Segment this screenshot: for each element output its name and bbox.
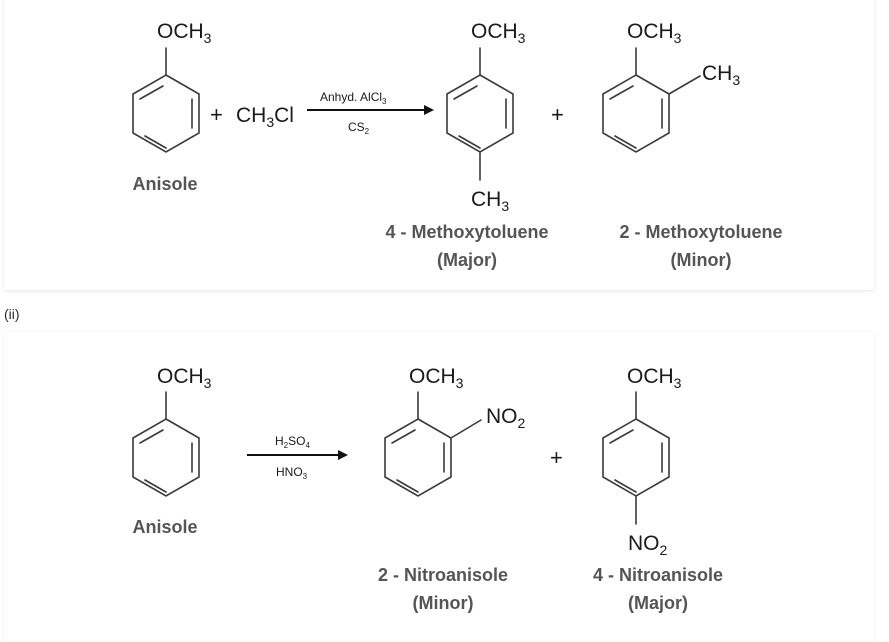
benzene-ring — [602, 391, 670, 525]
product-2-methoxytoluene: OCH3 CH3 2 - Methoxytoluene (Minor) — [602, 20, 783, 270]
reactant-name: Anisole — [132, 174, 197, 194]
nitro-group-label: NO2 — [628, 532, 668, 558]
methoxy-group-label: OCH3 — [409, 365, 464, 391]
methoxy-group-label: OCH3 — [157, 20, 212, 46]
methoxy-group-label: OCH3 — [627, 20, 682, 46]
product-name: 4 - Nitroanisole — [593, 565, 723, 585]
benzene-ring — [132, 391, 200, 497]
reaction-scheme: OCH3 Anisole + CH3Cl Anhyd. AlCl3 CS2 OC… — [132, 20, 783, 613]
product-4-methoxytoluene: OCH3 CH3 4 - Methoxytoluene (Major) — [385, 20, 548, 270]
arrow-bottom-reagent: HNO3 — [276, 465, 308, 481]
nitro-group-label: NO2 — [486, 405, 526, 431]
methoxy-group-label: OCH3 — [157, 365, 212, 391]
anisole-reactant-1: OCH3 Anisole — [132, 20, 212, 194]
reaction-arrow-1: Anhyd. AlCl3 CS2 — [307, 90, 434, 136]
reaction-1-panel — [4, 0, 874, 290]
anisole-reactant-2: OCH3 Anisole — [132, 365, 212, 537]
plus-sign: + — [551, 102, 564, 127]
product-yield-tag: (Minor) — [413, 593, 474, 613]
methyl-group-label: CH3 — [471, 188, 509, 214]
arrow-top-reagent: Anhyd. AlCl3 — [320, 90, 387, 106]
arrow-top-reagent: H2SO4 — [275, 434, 310, 450]
methoxy-group-label: OCH3 — [627, 365, 682, 391]
product-name: 2 - Methoxytoluene — [619, 222, 782, 242]
reactant-name: Anisole — [132, 517, 197, 537]
plus-sign: + — [550, 445, 563, 470]
plus-sign: + — [210, 102, 223, 127]
methyl-group-label: CH3 — [702, 62, 740, 88]
product-name: 4 - Methoxytoluene — [385, 222, 548, 242]
methyl-chloride-reagent: CH3Cl — [236, 104, 294, 130]
benzene-ring — [132, 47, 200, 153]
part-label: (ii) — [4, 306, 20, 322]
arrow-bottom-solvent: CS2 — [348, 120, 370, 136]
benzene-ring — [446, 47, 514, 181]
benzene-ring — [602, 47, 701, 153]
product-2-nitroanisole: OCH3 NO2 2 - Nitroanisole (Minor) — [378, 365, 526, 613]
product-yield-tag: (Major) — [437, 250, 497, 270]
methoxy-group-label: OCH3 — [471, 20, 526, 46]
product-4-nitroanisole: OCH3 NO2 4 - Nitroanisole (Major) — [593, 365, 723, 613]
product-yield-tag: (Minor) — [671, 250, 732, 270]
reaction-arrow-2: H2SO4 HNO3 — [247, 434, 348, 481]
benzene-ring — [384, 391, 482, 497]
product-name: 2 - Nitroanisole — [378, 565, 508, 585]
product-yield-tag: (Major) — [628, 593, 688, 613]
